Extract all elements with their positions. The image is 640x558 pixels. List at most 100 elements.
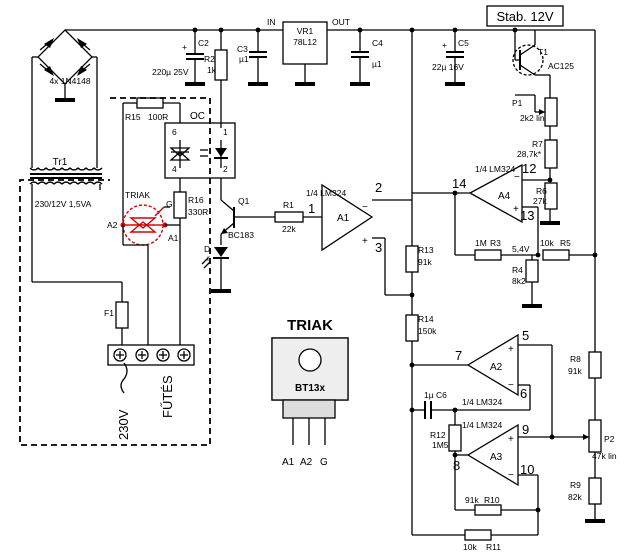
svg-text:−: − [508,470,514,481]
r8-value: 91k [568,366,582,376]
opamp-a1: A1 1/4 LM324 − + 2 3 1 [306,180,412,296]
a3-part: 1/4 LM324 [462,420,502,430]
title-text: Stab. 12V [496,9,553,24]
a1-pin-out: 1 [308,201,315,216]
svg-text:−: − [508,380,514,391]
r14-value: 150k [418,326,437,336]
r1-value: 22k [282,224,296,234]
r4-value: 8k2 [512,276,526,286]
r8-ref: R8 [570,354,581,364]
r9-value: 82k [568,492,582,502]
bridge-rectifier: 4x 1N4148 [31,29,98,168]
pkg-pin-g: G [320,457,328,468]
r6-ref: R6 [536,186,547,196]
resistor-r6: R6 27k [533,182,560,225]
a4-pin-a: 12 [522,161,536,176]
r7-value: 28,7k* [517,149,542,159]
transistor-t1: T1 AC125 [512,30,574,98]
dashed-enclosure [19,97,211,446]
c6-value: 1µ [424,390,434,400]
a4-ref: A4 [498,191,511,202]
p2-ref: P2 [604,434,615,444]
t1-ref: T1 [538,47,548,57]
svg-text:+: + [362,236,368,247]
capacitor-c3: C3 µ1 [237,30,268,86]
opto-pin4: 4 [172,164,177,174]
triac: TRIAK A2 A1 G [107,190,180,246]
r1-ref: R1 [283,200,294,210]
center-rail: R13 91k R14 150k [405,30,437,535]
svg-text:+: + [508,434,514,445]
r5-value: 10k [540,238,554,248]
a1-pin-a: 2 [375,180,382,195]
resistor-r16: R16 330R [173,191,208,345]
pkg-pin-a2: A2 [300,457,313,468]
r13-ref: R13 [418,245,434,255]
a4-part: 1/4 LM324 [475,164,515,174]
capacitor-c4: C4 µ1 [350,30,383,86]
r11-ref: R11 [486,542,501,552]
c5-ref: C5 [458,38,469,48]
tr1-value: 230/12V 1,5VA [35,199,92,209]
led-d: D r [201,244,231,293]
vr1-in: IN [267,17,276,27]
c4-ref: C4 [372,38,383,48]
a2-ref: A2 [490,362,503,373]
r15-ref: R15 [125,112,141,122]
optocoupler: OC 6 4 1 2 [164,103,236,192]
transformer-tr1: Tr1 230/12V 1,5VA [29,157,122,283]
pkg-title: TRIAK [287,317,333,334]
resistor-r3: 1M R3 5,4V [455,238,541,261]
a3-pin-out: 8 [453,458,460,473]
t1-part: AC125 [548,61,574,71]
a3-ref: A3 [490,452,503,463]
r12-ref: R12 [430,430,446,440]
resistor-r4: R4 8k2 [512,255,542,308]
triac-a1: A1 [168,233,179,243]
r2-ref: R2 [204,54,215,64]
r4-ref: R4 [512,265,523,275]
c3-value: µ1 [239,54,249,64]
a2-pin-out: 7 [455,348,462,363]
d-ref: D [204,244,210,254]
c3-ref: C3 [237,44,248,54]
capacitor-c6: 1µ C6 [412,390,530,419]
vr1-ref: VR1 [297,26,314,36]
a3-pin-b: 10 [520,462,534,477]
a3-pin-a: 9 [522,422,529,437]
c5-value: 22µ 16V [432,62,464,72]
triac-label: TRIAK [125,190,150,200]
opto-ref: OC [190,111,205,122]
vr1-out: OUT [332,17,350,27]
a2-pin-b: 6 [520,386,527,401]
svg-text:+: + [442,40,447,50]
triak-package: TRIAK BT13x A1 A2 G [271,317,349,468]
r16-value: 330R [188,207,208,217]
mains-label: 230V [116,409,131,440]
heating-label: FŰTÉS [160,375,175,418]
resistor-r2: R2 1k [204,30,228,128]
r14-ref: R14 [418,314,434,324]
a1-pin-b: 3 [375,240,382,255]
f1-ref: F1 [104,308,114,318]
q1-ref: Q1 [238,196,250,206]
r15-value: 100R [148,112,168,122]
opto-pin6: 6 [172,127,177,137]
resistor-r1: R1 22k [240,200,322,234]
tr1-ref: Tr1 [53,157,68,168]
r3-ref: R3 [490,238,501,248]
c2-value: 220µ 25V [152,67,189,77]
a4-pin-b: 13 [520,208,534,223]
fuse-f1: F1 [104,225,149,348]
r13-value: 91k [418,257,432,267]
r11-value: 10k [463,542,477,552]
opto-pin2: 2 [223,164,228,174]
c4-value: µ1 [372,59,382,69]
resistor-r5: 10k R5 [540,238,598,261]
r5-ref: R5 [560,238,571,248]
vr1-part: 78L12 [293,37,317,47]
resistor-r11: 10k R11 [412,529,538,552]
pkg-part: BT13x [295,383,325,394]
